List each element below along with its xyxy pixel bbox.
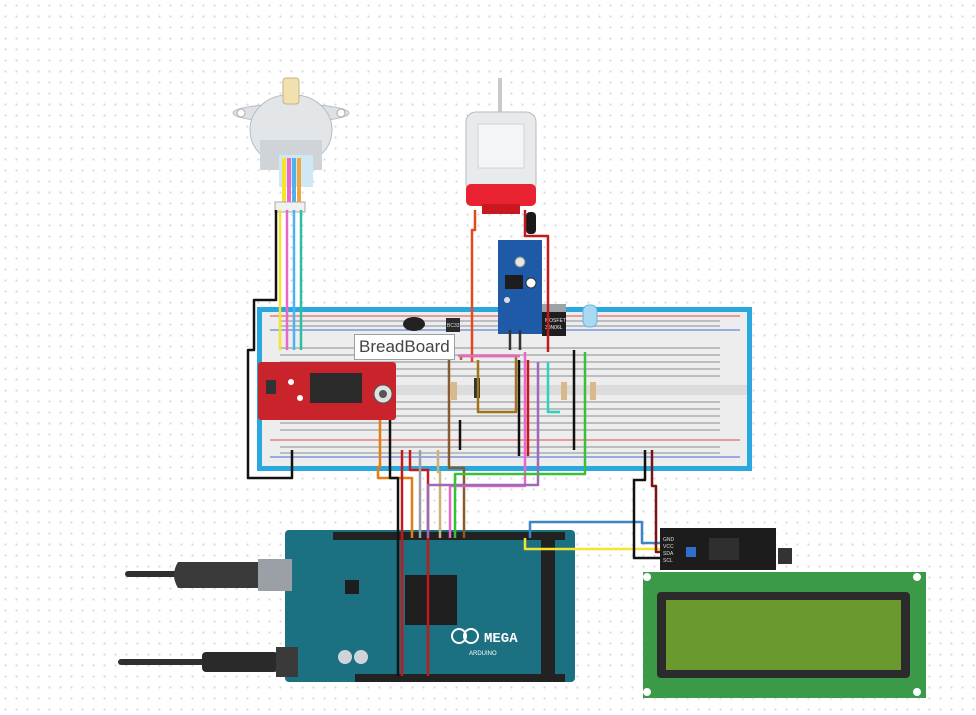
svg-text:MOSFET: MOSFET [545, 318, 566, 324]
dc-motor[interactable] [465, 78, 537, 214]
svg-text:ARDUINO: ARDUINO [469, 651, 497, 657]
arduino-mega[interactable]: MEGA ARDUINO [285, 530, 575, 682]
buzzer[interactable] [403, 317, 425, 331]
stepper-motor[interactable] [232, 77, 350, 213]
led[interactable] [582, 304, 598, 328]
svg-text:30N06L: 30N06L [545, 325, 563, 331]
svg-text:GND: GND [663, 537, 675, 543]
stepper-driver-board[interactable] [258, 362, 396, 420]
usb-cable[interactable] [125, 559, 292, 591]
i2c-adapter[interactable]: GND VCC SDA SCL [660, 528, 792, 570]
svg-text:SDA: SDA [663, 551, 674, 557]
wires [246, 210, 660, 676]
mosfet[interactable]: MOSFET 30N06L [542, 304, 566, 336]
breadboard-label: BreadBoard [354, 334, 455, 360]
svg-text:MEGA: MEGA [484, 631, 518, 647]
svg-text:BC337: BC337 [447, 323, 463, 329]
resistors [451, 382, 596, 400]
ir-sensor-module[interactable] [498, 212, 542, 334]
lcd-display[interactable] [643, 572, 926, 698]
transistor-bc337[interactable]: BC337 [446, 318, 463, 332]
svg-text:VCC: VCC [663, 544, 674, 550]
power-cable[interactable] [118, 647, 298, 677]
svg-text:SCL: SCL [663, 558, 673, 564]
